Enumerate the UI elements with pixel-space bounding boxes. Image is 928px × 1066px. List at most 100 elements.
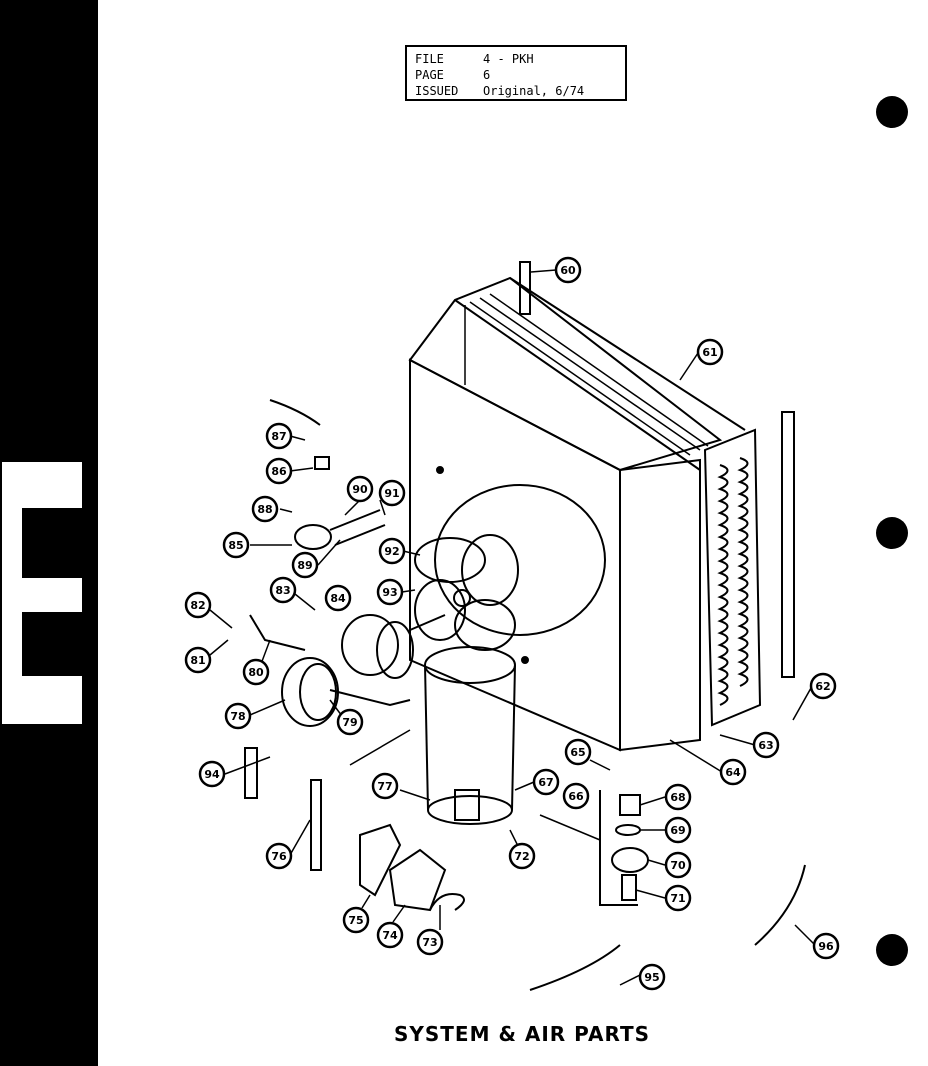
fan-blade bbox=[414, 534, 519, 651]
svg-text:70: 70 bbox=[670, 859, 686, 872]
callout-85: 85 bbox=[222, 531, 250, 559]
callout-76: 76 bbox=[265, 842, 293, 870]
file-label: FILE bbox=[415, 52, 444, 66]
page-label: PAGE bbox=[415, 68, 444, 82]
svg-text:84: 84 bbox=[330, 592, 346, 605]
svg-text:79: 79 bbox=[342, 716, 357, 729]
callout-88: 88 bbox=[251, 495, 279, 523]
callout-95: 95 bbox=[638, 963, 666, 991]
callout-68: 68 bbox=[664, 783, 692, 811]
svg-text:90: 90 bbox=[352, 483, 368, 496]
svg-text:85: 85 bbox=[228, 539, 243, 552]
svg-text:63: 63 bbox=[758, 739, 773, 752]
callout-62: 62 bbox=[809, 672, 837, 700]
svg-text:64: 64 bbox=[725, 766, 741, 779]
binding-hole-top bbox=[876, 96, 908, 128]
callout-86: 86 bbox=[265, 457, 293, 485]
callout-70: 70 bbox=[664, 851, 692, 879]
callout-90: 90 bbox=[346, 475, 374, 503]
binding-hole-bottom bbox=[876, 934, 908, 966]
side-tab-e bbox=[2, 462, 82, 724]
callout-80: 80 bbox=[242, 658, 270, 686]
small-parts bbox=[359, 823, 465, 912]
svg-text:75: 75 bbox=[348, 914, 363, 927]
callout-markers: 60 61 62 63 64 65 66 67 68 69 70 71 72 7… bbox=[184, 256, 840, 991]
callout-75: 75 bbox=[342, 906, 370, 934]
callout-83: 83 bbox=[269, 576, 297, 604]
svg-text:68: 68 bbox=[670, 791, 685, 804]
callout-84: 84 bbox=[324, 584, 352, 612]
bracket-60 bbox=[519, 261, 531, 315]
svg-text:81: 81 bbox=[190, 654, 205, 667]
svg-text:77: 77 bbox=[377, 780, 392, 793]
condenser-coil bbox=[703, 428, 762, 727]
capacitor-group bbox=[269, 399, 386, 550]
callout-61: 61 bbox=[696, 338, 724, 366]
callout-78: 78 bbox=[224, 702, 252, 730]
svg-text:83: 83 bbox=[275, 584, 290, 597]
svg-text:76: 76 bbox=[271, 850, 287, 863]
fan-motor bbox=[341, 614, 446, 679]
side-strip bbox=[781, 411, 795, 678]
svg-text:66: 66 bbox=[568, 790, 584, 803]
callout-92: 92 bbox=[378, 537, 406, 565]
callout-64: 64 bbox=[719, 758, 747, 786]
filter-drier bbox=[244, 747, 322, 871]
binding-hole-middle bbox=[876, 517, 908, 549]
file-stamp: FILE 4 - PKH PAGE 6 ISSUED Original, 6/74 bbox=[405, 45, 627, 101]
svg-text:61: 61 bbox=[702, 346, 717, 359]
callout-94: 94 bbox=[198, 760, 226, 788]
svg-text:60: 60 bbox=[560, 264, 576, 277]
svg-text:87: 87 bbox=[271, 430, 286, 443]
svg-text:74: 74 bbox=[382, 929, 398, 942]
svg-text:73: 73 bbox=[422, 936, 437, 949]
svg-text:71: 71 bbox=[670, 892, 685, 905]
issued-label: ISSUED bbox=[415, 84, 459, 98]
svg-text:67: 67 bbox=[538, 776, 553, 789]
leader-lines bbox=[209, 269, 816, 986]
svg-text:65: 65 bbox=[570, 746, 585, 759]
svg-text:95: 95 bbox=[644, 971, 659, 984]
issued-value: Original, 6/74 bbox=[483, 84, 585, 98]
callout-63: 63 bbox=[752, 731, 780, 759]
callout-69: 69 bbox=[664, 816, 692, 844]
callout-71: 71 bbox=[664, 884, 692, 912]
callout-82: 82 bbox=[184, 591, 212, 619]
svg-text:92: 92 bbox=[384, 545, 399, 558]
page-title: SYSTEM & AIR PARTS bbox=[394, 1022, 650, 1046]
svg-text:69: 69 bbox=[670, 824, 685, 837]
callout-87: 87 bbox=[265, 422, 293, 450]
tube-95 bbox=[529, 944, 621, 991]
svg-text:89: 89 bbox=[297, 559, 312, 572]
callout-93: 93 bbox=[376, 578, 404, 606]
callout-67: 67 bbox=[532, 768, 560, 796]
svg-text:82: 82 bbox=[190, 599, 205, 612]
callout-60: 60 bbox=[554, 256, 582, 284]
svg-text:96: 96 bbox=[818, 940, 834, 953]
svg-text:80: 80 bbox=[248, 666, 264, 679]
callout-77: 77 bbox=[371, 772, 399, 800]
valve-parts bbox=[599, 790, 649, 906]
callout-65: 65 bbox=[564, 738, 592, 766]
callout-74: 74 bbox=[376, 921, 404, 949]
page-value: 6 bbox=[483, 68, 491, 82]
file-value: 4 - PKH bbox=[483, 52, 534, 66]
svg-text:94: 94 bbox=[204, 768, 220, 781]
callout-72: 72 bbox=[508, 842, 536, 870]
svg-text:93: 93 bbox=[382, 586, 397, 599]
motor-mount-ring bbox=[249, 614, 411, 727]
callout-96: 96 bbox=[812, 932, 840, 960]
callout-81: 81 bbox=[184, 646, 212, 674]
svg-text:78: 78 bbox=[230, 710, 245, 723]
svg-text:72: 72 bbox=[514, 850, 529, 863]
tube-96 bbox=[754, 864, 806, 946]
callout-91: 91 bbox=[378, 479, 406, 507]
compressor bbox=[424, 646, 516, 825]
svg-text:91: 91 bbox=[384, 487, 399, 500]
svg-text:62: 62 bbox=[815, 680, 830, 693]
callout-73: 73 bbox=[416, 928, 444, 956]
svg-text:86: 86 bbox=[271, 465, 287, 478]
svg-text:88: 88 bbox=[257, 503, 272, 516]
